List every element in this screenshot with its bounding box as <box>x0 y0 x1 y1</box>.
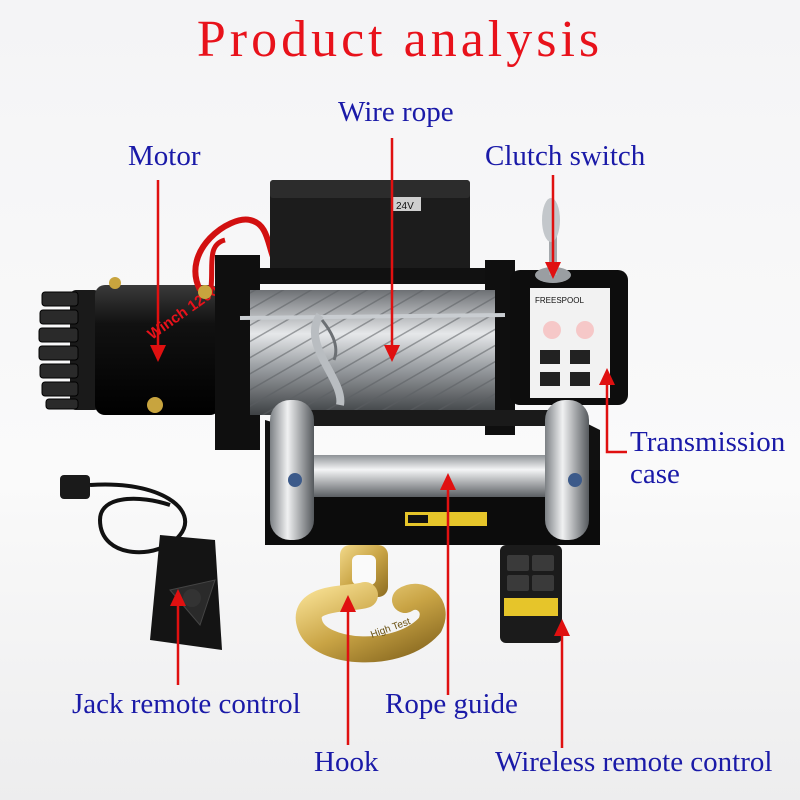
label-transmission-case-line1: Transmission <box>630 426 786 458</box>
wireless-remote-control <box>500 545 562 643</box>
hook-illustration: High Test <box>295 545 446 663</box>
roller-fairlead <box>265 400 600 545</box>
wire-rope-drum <box>239 290 506 415</box>
clutch-label: FREESPOOL <box>535 296 584 305</box>
pointer-arrows <box>150 138 627 748</box>
label-hook: Hook <box>314 746 379 778</box>
voltage-label: 24V <box>396 201 414 212</box>
label-transmission-case-line2: case <box>630 458 680 490</box>
control-box: 24V <box>260 180 485 284</box>
label-rope-guide: Rope guide <box>385 688 518 720</box>
label-clutch-switch: Clutch switch <box>485 140 646 172</box>
label-jack-remote-control: Jack remote control <box>72 688 301 720</box>
motor-assembly: Winch 12000 <box>38 216 287 415</box>
label-wire-rope: Wire rope <box>338 96 454 128</box>
page-title: Product analysis <box>196 11 604 68</box>
label-motor: Motor <box>128 140 201 172</box>
transmission-case: FREESPOOL <box>510 198 628 405</box>
jack-remote-control <box>60 475 222 650</box>
label-wireless-remote-control: Wireless remote control <box>495 746 773 778</box>
